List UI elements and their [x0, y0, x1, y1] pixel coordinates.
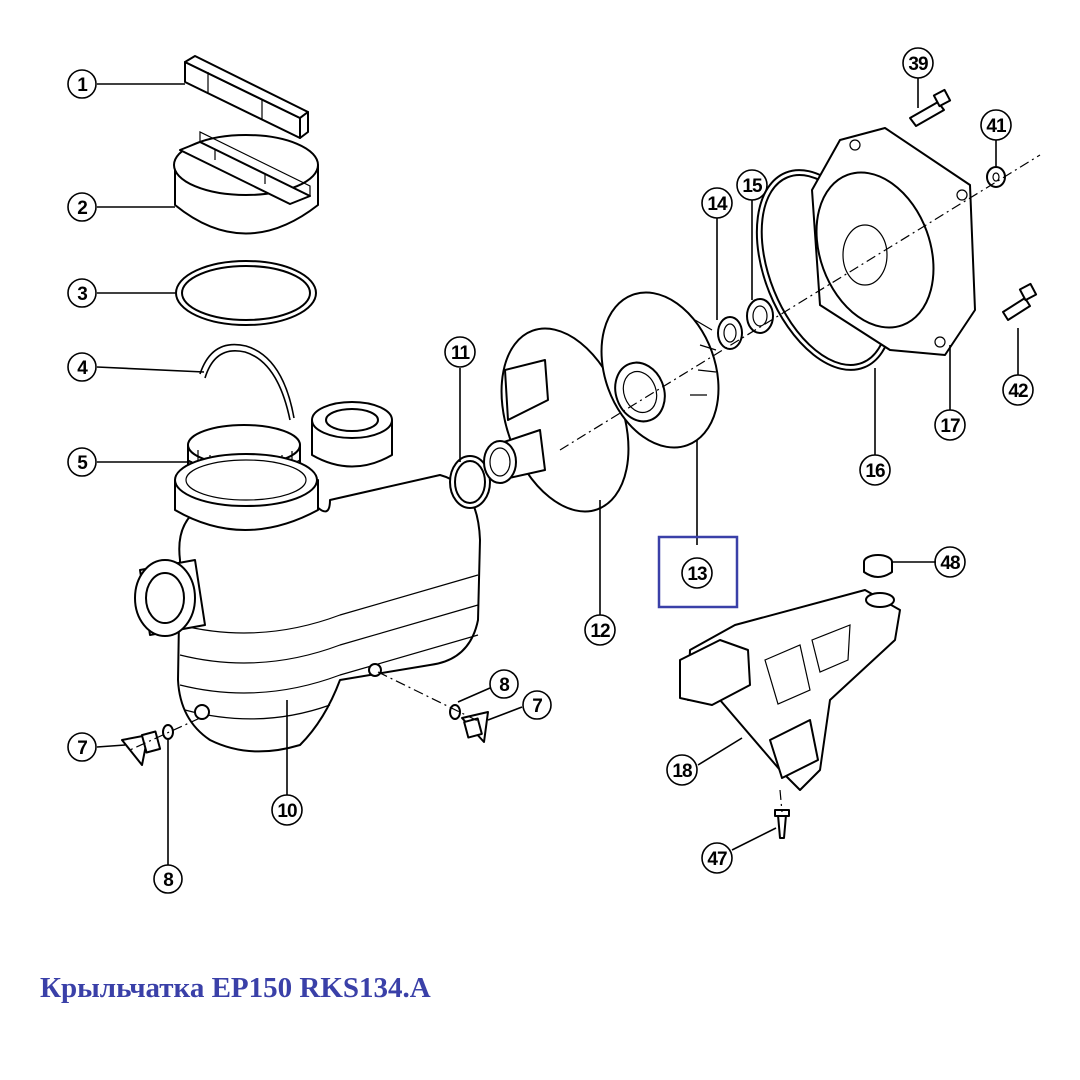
callout-11: 11 [444, 336, 476, 368]
part-48-bushing [863, 554, 893, 578]
svg-text:13: 13 [687, 564, 707, 585]
part-15-seal-seat [746, 298, 774, 334]
part-39-bolt [909, 88, 952, 127]
part-12-diffuser [483, 327, 630, 513]
callout-13-highlighted: 13 [657, 535, 739, 609]
callout-8-bottom: 8 [153, 864, 183, 894]
callout-7-right: 7 [522, 690, 552, 720]
part-1-lid-wrench [184, 55, 309, 139]
callout-48: 48 [934, 546, 966, 578]
svg-text:14: 14 [707, 194, 728, 215]
svg-text:41: 41 [986, 116, 1007, 137]
part-4-spring-clip [199, 343, 295, 421]
callout-17: 17 [934, 409, 966, 441]
callout-39: 39 [902, 47, 934, 79]
part-caption: Крыльчатка EP150 RKS134.A [40, 972, 431, 1004]
callout-18: 18 [666, 754, 698, 786]
svg-text:11: 11 [451, 343, 471, 364]
callout-7-left: 7 [67, 732, 97, 762]
part-42-bolt [1002, 282, 1038, 321]
svg-text:8: 8 [163, 870, 173, 891]
callout-12: 12 [584, 614, 616, 646]
callout-3: 3 [67, 278, 97, 308]
callout-42: 42 [1002, 374, 1034, 406]
callout-5: 5 [67, 447, 97, 477]
callout-10: 10 [271, 794, 303, 826]
part-13-impeller [600, 291, 720, 449]
leader-lines [96, 78, 1019, 865]
callout-4: 4 [67, 352, 97, 382]
callout-47: 47 [701, 842, 733, 874]
svg-text:3: 3 [77, 284, 87, 305]
svg-text:1: 1 [77, 75, 88, 96]
part-7-drain-plug-left [121, 730, 162, 766]
svg-text:39: 39 [908, 54, 928, 75]
svg-text:16: 16 [865, 461, 885, 482]
callout-2: 2 [67, 192, 97, 222]
callout-16: 16 [859, 454, 891, 486]
part-11-o-ring [449, 455, 491, 509]
part-2-lid [173, 131, 319, 235]
part-3-o-ring [175, 260, 317, 326]
part-47-screw [774, 809, 790, 839]
svg-text:48: 48 [940, 553, 960, 574]
svg-text:7: 7 [532, 696, 542, 717]
svg-text:8: 8 [499, 675, 509, 696]
svg-text:7: 7 [77, 738, 87, 759]
svg-text:2: 2 [77, 198, 87, 219]
callout-8-right: 8 [489, 669, 519, 699]
part-18-motor-support [679, 589, 901, 791]
callout-14: 14 [701, 187, 733, 219]
svg-text:12: 12 [590, 621, 610, 642]
part-10-pump-housing [134, 401, 481, 753]
part-17-seal-plate [811, 127, 976, 356]
callout-15: 15 [736, 169, 768, 201]
svg-text:15: 15 [742, 176, 763, 197]
part-41-washer [986, 166, 1006, 188]
part-14-shaft-seal [717, 316, 743, 350]
svg-text:18: 18 [672, 761, 692, 782]
svg-text:17: 17 [940, 416, 960, 437]
svg-text:10: 10 [277, 801, 297, 822]
svg-text:5: 5 [77, 453, 88, 474]
svg-text:47: 47 [707, 849, 727, 870]
part-7-drain-plug-right [461, 711, 489, 743]
svg-text:4: 4 [77, 358, 88, 379]
callout-1: 1 [67, 69, 97, 99]
svg-text:42: 42 [1008, 381, 1028, 402]
callout-41: 41 [980, 109, 1012, 141]
